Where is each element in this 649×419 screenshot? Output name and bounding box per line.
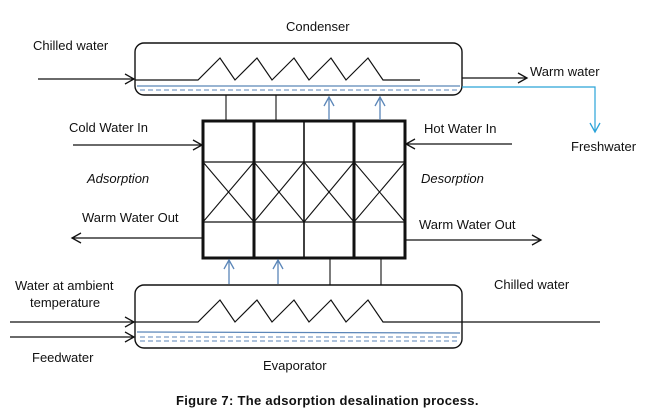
evaporator-coil bbox=[135, 299, 600, 323]
evaporator-water-level bbox=[136, 331, 461, 334]
freshwater-label: Freshwater bbox=[571, 139, 637, 154]
ambient-water-label-line2: temperature bbox=[30, 295, 101, 310]
adsorption-beds bbox=[201, 119, 407, 260]
bed-2-packing bbox=[253, 161, 305, 223]
condenser-coil bbox=[135, 57, 420, 81]
bed-3-packing bbox=[303, 161, 355, 223]
warm-water-out-right-label: Warm Water Out bbox=[419, 217, 516, 232]
ambient-water-label-line1: Water at ambient bbox=[15, 278, 114, 293]
condenser-vessel bbox=[134, 42, 463, 96]
bed-1-packing bbox=[202, 161, 255, 223]
hot-water-in-label: Hot Water In bbox=[424, 121, 497, 136]
condenser-label: Condenser bbox=[286, 19, 350, 34]
evaporator-label: Evaporator bbox=[263, 358, 327, 373]
feedwater-label: Feedwater bbox=[32, 350, 94, 365]
desorption-label: Desorption bbox=[421, 171, 484, 186]
warm-water-out-left-label: Warm Water Out bbox=[82, 210, 179, 225]
chilled-water-out-label: Chilled water bbox=[494, 277, 570, 292]
evaporator-vessel bbox=[134, 284, 600, 349]
figure-caption: Figure 7: The adsorption desalination pr… bbox=[176, 393, 479, 408]
adsorption-label: Adsorption bbox=[87, 171, 150, 186]
chilled-water-in-label: Chilled water bbox=[33, 38, 109, 53]
cold-water-in-label: Cold Water In bbox=[69, 120, 148, 135]
freshwater-arrow bbox=[462, 86, 601, 134]
bed-4-packing bbox=[353, 161, 406, 223]
warm-water-label: Warm water bbox=[530, 64, 600, 79]
